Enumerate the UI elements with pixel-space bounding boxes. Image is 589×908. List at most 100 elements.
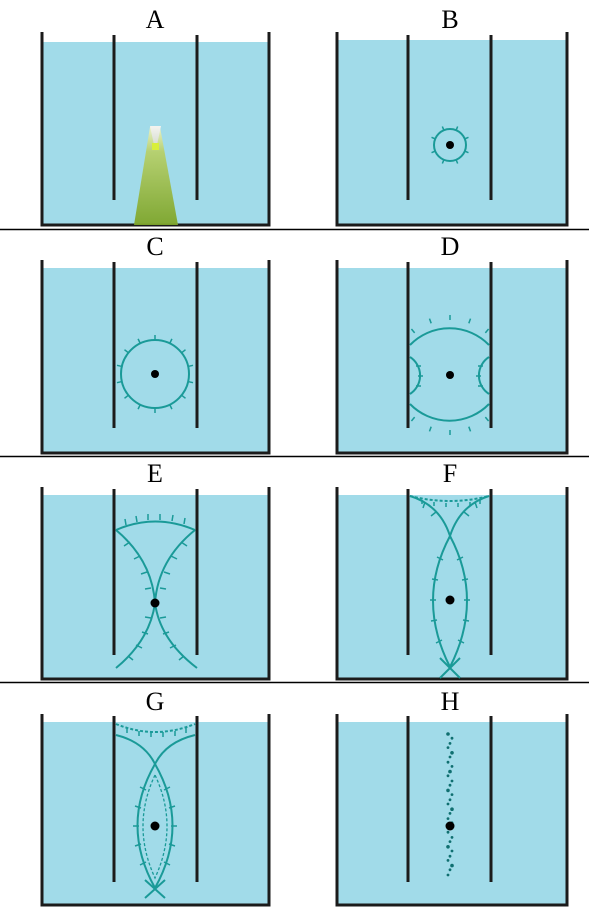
bubble: [446, 802, 450, 806]
shock-ticks: [431, 126, 469, 164]
tick-mark: [410, 328, 416, 334]
bubble: [450, 863, 454, 868]
panel-d: D: [335, 232, 569, 455]
panel-label: F: [443, 459, 457, 488]
tick-mark: [464, 150, 469, 154]
bubble: [450, 751, 454, 755]
bubble: [448, 840, 452, 843]
bubble: [448, 783, 452, 787]
bubble: [446, 817, 450, 820]
shock-ticks: [410, 315, 490, 435]
tick-mark: [169, 404, 173, 410]
panel-label: H: [441, 687, 460, 716]
bubble: [450, 807, 454, 811]
bubble: [448, 854, 452, 858]
source-dot: [445, 821, 455, 831]
bubble-column: [446, 732, 454, 877]
water: [337, 722, 567, 905]
water: [337, 40, 567, 225]
laser-tip: [150, 126, 161, 145]
tank: [335, 487, 569, 681]
panel-label: A: [146, 5, 165, 34]
tick-mark: [428, 318, 432, 324]
tank: [40, 714, 271, 907]
bubble: [450, 836, 454, 839]
shock-ticks: [123, 514, 188, 661]
tick-mark: [428, 426, 432, 432]
bubble: [446, 774, 450, 778]
panel-label: E: [147, 459, 163, 488]
source-dot: [446, 371, 454, 379]
tank: [335, 260, 569, 455]
reflected-ticks: [416, 365, 483, 387]
bubble: [450, 779, 454, 783]
panel-g: G: [40, 687, 271, 907]
tick-mark: [116, 380, 123, 384]
source-dot: [151, 370, 159, 378]
laser-beam: [134, 127, 178, 225]
water: [337, 495, 567, 679]
tick-mark: [187, 364, 194, 368]
panel-label: G: [146, 687, 165, 716]
tick-mark: [181, 349, 186, 354]
tank: [335, 714, 569, 907]
tick-mark: [431, 150, 436, 154]
shock-front-top: [115, 520, 196, 531]
source-dot: [150, 598, 160, 608]
panel-e: E: [40, 459, 271, 681]
panel-f: F: [335, 459, 569, 681]
tick-mark: [468, 426, 472, 432]
tick-mark: [468, 318, 472, 324]
tick-mark: [431, 136, 436, 140]
tick-mark: [455, 159, 459, 164]
tick-mark: [124, 394, 129, 399]
tick-mark: [455, 126, 459, 131]
water: [337, 268, 567, 453]
tick-mark: [410, 416, 416, 422]
tick-mark: [484, 416, 490, 422]
crossing-tail: [439, 657, 461, 679]
tick-mark: [187, 380, 194, 384]
panel-h: H: [335, 687, 569, 907]
bubble: [446, 746, 450, 749]
water: [42, 722, 269, 905]
tank: [40, 487, 271, 681]
shock-front: [409, 327, 490, 422]
bubble: [450, 793, 454, 796]
bubble: [450, 736, 454, 740]
crossing-tail: [144, 879, 166, 899]
tick-mark: [181, 394, 186, 399]
tick-mark: [484, 328, 490, 334]
bubble: [446, 873, 450, 877]
tick-mark: [169, 338, 173, 344]
shock-ticks: [116, 335, 194, 413]
row-separators: [0, 228, 589, 684]
bubble: [448, 755, 452, 759]
lens-ticks: [126, 728, 187, 866]
tank: [335, 32, 569, 227]
bubble: [450, 765, 454, 768]
bubble: [448, 812, 452, 815]
inner-lens-front: [142, 774, 168, 880]
tick-mark: [441, 126, 445, 131]
panel-b: B: [335, 5, 569, 227]
source-dot: [446, 141, 454, 149]
water: [42, 268, 269, 453]
water: [42, 495, 269, 679]
bubble: [446, 830, 450, 834]
panel-label: D: [441, 232, 460, 261]
tick-mark: [137, 338, 141, 344]
tick-mark: [137, 404, 141, 410]
bubble: [446, 859, 450, 862]
bubble: [448, 742, 452, 745]
tick-mark: [464, 136, 469, 140]
tick-mark: [441, 159, 445, 164]
bubble: [448, 769, 452, 774]
source-dot: [445, 595, 455, 605]
shock-front: [433, 128, 467, 162]
bubble: [446, 760, 450, 764]
tank: [40, 260, 271, 455]
bubble: [450, 849, 454, 853]
